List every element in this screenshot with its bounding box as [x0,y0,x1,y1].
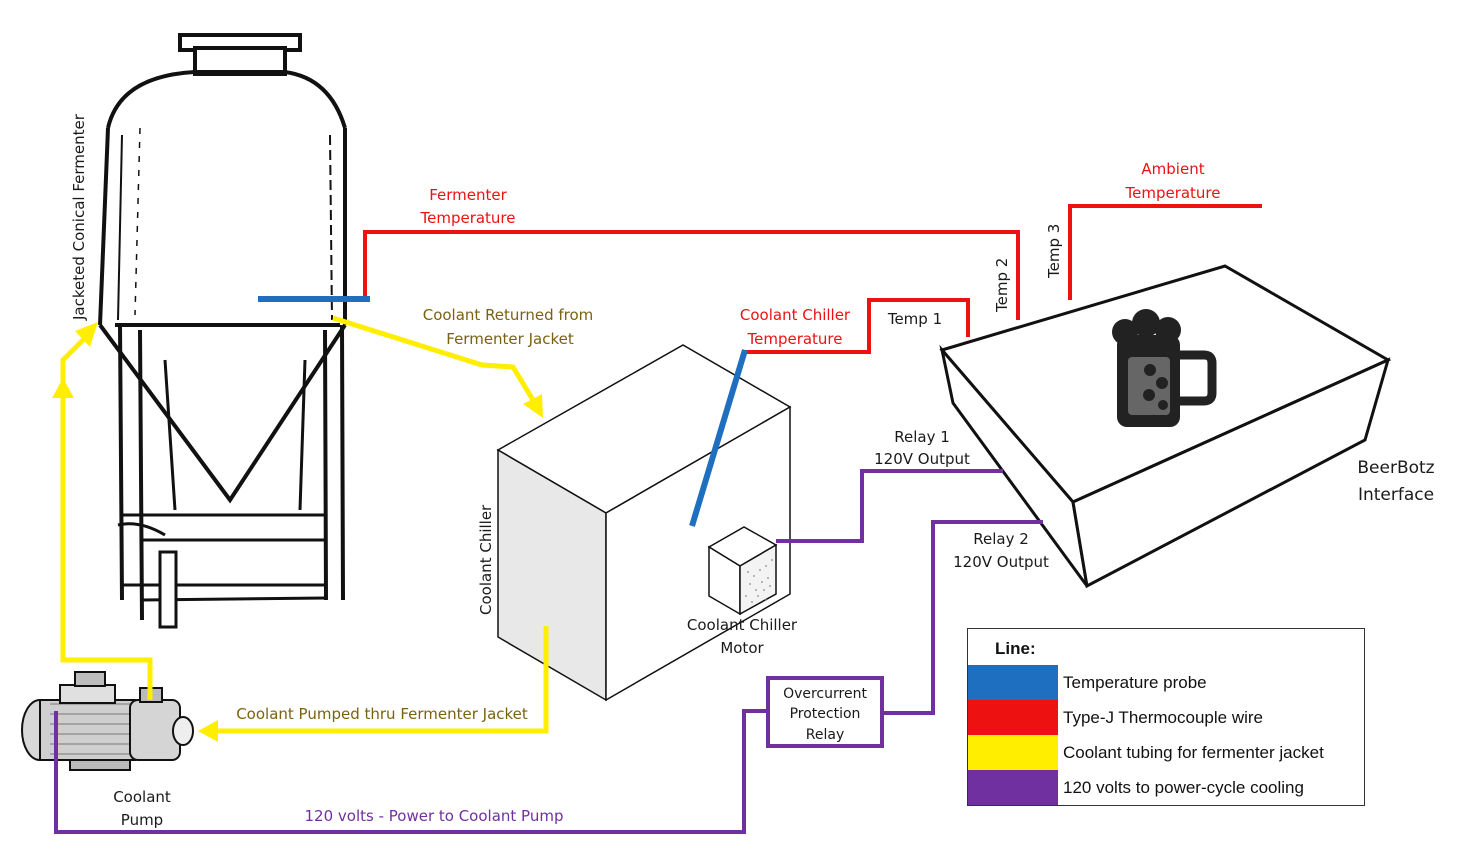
relay1-label-1: Relay 1 [894,428,950,446]
fermenter-temp-label-2: Temperature [419,209,515,227]
overcurrent-label-3: Relay [806,727,844,743]
chiller-motor-cube [707,526,778,616]
chiller-vertical-label: Coolant Chiller [477,504,495,615]
temp3-label: Temp 3 [1045,224,1063,279]
legend-row-temperature-probe: Temperature probe [968,665,1364,700]
coolant-returned-label-1: Coolant Returned from [423,306,594,324]
coolant-arrowheads [52,322,543,742]
legend-label: Temperature probe [1063,673,1207,692]
overcurrent-label-2: Protection [790,706,861,722]
legend-title: Line: [995,639,1036,658]
legend-row-power: 120 volts to power-cycle cooling [968,770,1364,805]
legend-swatch [968,770,1058,805]
fermenter-illustration [98,33,347,629]
legend-row-coolant-tubing: Coolant tubing for fermenter jacket [968,735,1364,770]
legend-row-thermocouple: Type-J Thermocouple wire [968,700,1364,735]
power-lines [54,469,1043,834]
beerbotz-label-2: Interface [1358,485,1434,505]
power-to-pump-label: 120 volts - Power to Coolant Pump [305,807,564,825]
relay2-label-1: Relay 2 [973,530,1029,548]
coolant-tubing [60,315,549,734]
coolant-pumped-label: Coolant Pumped thru Fermenter Jacket [236,705,528,723]
chiller-temp-label-2: Temperature [746,330,842,348]
legend-label: 120 volts to power-cycle cooling [1063,778,1304,797]
fermenter-vertical-label: Jacketed Conical Fermenter [70,113,88,321]
thermocouple-wires [363,204,1262,354]
legend-swatch [968,665,1058,700]
overcurrent-label-1: Overcurrent [783,686,867,702]
coolant-chiller-box [496,344,792,702]
legend-label: Type-J Thermocouple wire [1063,708,1263,727]
ambient-temp-label-2: Temperature [1124,184,1220,202]
legend-swatch [968,735,1058,770]
coolant-returned-label-2: Fermenter Jacket [446,330,574,348]
coolant-pump-illustration [21,671,194,771]
relay2-label-2: 120V Output [953,553,1049,571]
chiller-temp-label-1: Coolant Chiller [740,306,851,324]
relay1-label-2: 120V Output [874,450,970,468]
temp1-label: Temp 1 [887,310,942,328]
beer-mug-icon [1112,309,1217,427]
overcurrent-relay-box [766,676,884,748]
chiller-motor-label-1: Coolant Chiller [687,616,798,634]
chiller-motor-label-2: Motor [720,639,764,657]
legend-swatch [968,700,1058,735]
legend-box: Line: Temperature probe Type-J Thermocou… [967,628,1365,806]
temperature-probes [258,296,748,527]
chiller-motor-dots [745,559,773,603]
fermenter-temp-label-1: Fermenter [429,186,507,204]
pump-label-1: Coolant [113,788,171,806]
ambient-temp-label-1: Ambient [1141,160,1204,178]
beerbotz-label-1: BeerBotz [1357,458,1434,478]
pump-label-2: Pump [121,811,163,829]
legend-label: Coolant tubing for fermenter jacket [1063,743,1324,762]
temp2-label: Temp 2 [993,258,1011,313]
